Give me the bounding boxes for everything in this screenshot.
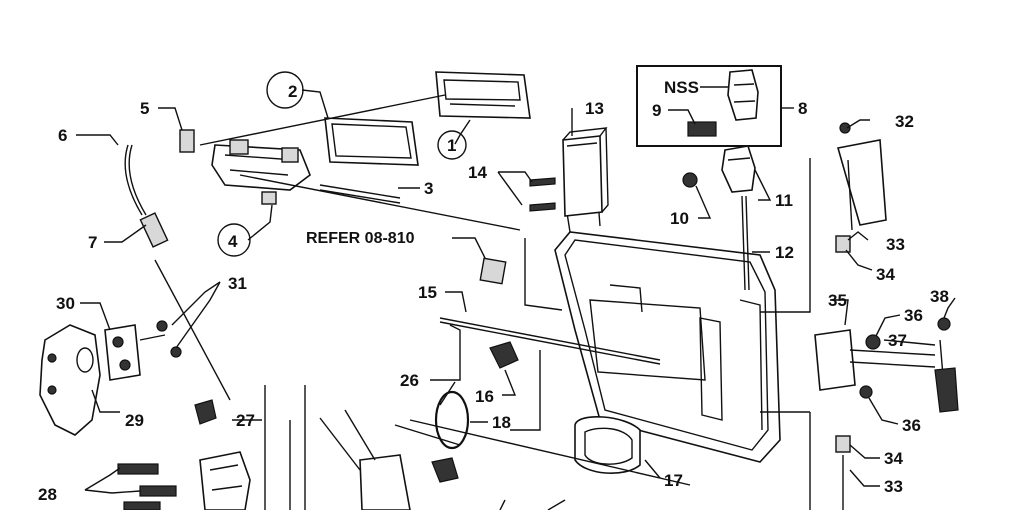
nss-label: NSS bbox=[664, 78, 699, 97]
callout-1: 1 bbox=[447, 136, 456, 155]
callout-36-bottom: 36 bbox=[902, 416, 921, 435]
callout-10: 10 bbox=[670, 209, 689, 228]
link-rod-part bbox=[124, 144, 169, 248]
clip-part-27 bbox=[194, 399, 217, 425]
callout-4: 4 bbox=[228, 232, 238, 251]
callout-3: 3 bbox=[424, 179, 433, 198]
lock-cylinder-part bbox=[682, 145, 756, 291]
callout-36-top: 36 bbox=[904, 306, 923, 325]
callout-26: 26 bbox=[400, 371, 419, 390]
callout-14: 14 bbox=[468, 163, 487, 182]
callout-30: 30 bbox=[56, 294, 75, 313]
latch-mechanism-part bbox=[179, 129, 401, 205]
interior-handle-part bbox=[435, 71, 531, 119]
linkage-rods bbox=[154, 94, 691, 486]
part-16 bbox=[489, 341, 519, 369]
callout-37: 37 bbox=[888, 331, 907, 350]
callout-34-bottom: 34 bbox=[884, 449, 903, 468]
callout-7: 7 bbox=[88, 233, 97, 252]
callout-circle-1 bbox=[437, 130, 467, 160]
body-panel-part bbox=[39, 324, 101, 436]
callout-29: 29 bbox=[125, 411, 144, 430]
handle-bezel-part bbox=[324, 117, 419, 166]
ring-part-18 bbox=[434, 390, 470, 450]
lock-cylinder-box bbox=[636, 65, 782, 147]
callout-circle-4 bbox=[217, 223, 251, 257]
callout-9: 9 bbox=[652, 101, 661, 120]
callout-18: 18 bbox=[492, 413, 511, 432]
callout-35: 35 bbox=[828, 291, 847, 310]
screws-part-14 bbox=[529, 177, 556, 212]
door-latch-part bbox=[117, 451, 251, 510]
callout-31: 31 bbox=[228, 274, 247, 293]
actuator-part bbox=[319, 409, 459, 510]
callout-5: 5 bbox=[140, 99, 149, 118]
callout-15: 15 bbox=[418, 283, 437, 302]
pull-cup-part bbox=[574, 416, 641, 475]
speaker-panel-part bbox=[562, 127, 609, 217]
leader-lines bbox=[76, 71, 956, 510]
door-check-strap-part bbox=[814, 317, 959, 413]
callout-33-top: 33 bbox=[886, 235, 905, 254]
small-pad-part bbox=[479, 257, 507, 285]
callout-17: 17 bbox=[664, 471, 683, 490]
callout-11: 11 bbox=[775, 191, 793, 210]
refer-label: REFER 08-810 bbox=[306, 230, 415, 247]
callout-28: 28 bbox=[38, 485, 57, 504]
hinge-part bbox=[104, 320, 182, 381]
callout-16: 16 bbox=[475, 387, 494, 406]
callout-12: 12 bbox=[775, 243, 794, 262]
callout-2: 2 bbox=[288, 82, 297, 101]
callout-6: 6 bbox=[58, 126, 67, 145]
callout-34-top: 34 bbox=[876, 265, 895, 284]
callout-13: 13 bbox=[585, 99, 604, 118]
hinge-pin-part bbox=[835, 122, 887, 510]
callout-27: 27 bbox=[236, 411, 255, 430]
callout-8: 8 bbox=[798, 99, 807, 118]
callout-33-bottom: 33 bbox=[884, 477, 903, 496]
callout-32: 32 bbox=[895, 112, 914, 131]
callout-38: 38 bbox=[930, 287, 949, 306]
